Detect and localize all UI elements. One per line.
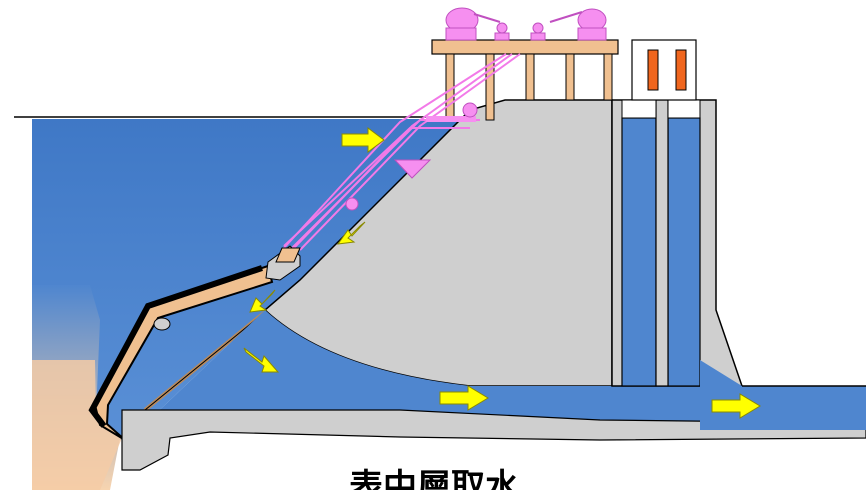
diagram-caption: 表中層取水	[349, 467, 519, 490]
yellow-arrow-icon	[249, 289, 276, 313]
pink-hoist-icon	[445, 7, 607, 41]
hoist-platform	[431, 39, 619, 55]
flow-arrows	[243, 127, 761, 419]
bedrock-lower	[32, 360, 122, 490]
yellow-arrow-icon	[439, 385, 489, 411]
bottom-valve	[153, 317, 171, 331]
orange-gate-icon	[675, 49, 687, 91]
outlet-conduit-water	[128, 310, 866, 440]
yellow-arrow-icon	[336, 221, 366, 245]
shaft-left	[621, 117, 657, 387]
shaft-right	[667, 117, 701, 387]
yellow-arrow-icon	[243, 347, 280, 373]
orange-gate-icon	[647, 49, 659, 91]
pink-hoist-icon	[462, 102, 478, 118]
surface-gate-float	[393, 159, 432, 179]
facing-black-edge	[88, 265, 263, 428]
yellow-arrow-icon	[341, 127, 385, 153]
foundation-slab	[121, 409, 866, 471]
platform-posts	[445, 53, 613, 121]
yellow-arrow-icon	[711, 393, 761, 419]
